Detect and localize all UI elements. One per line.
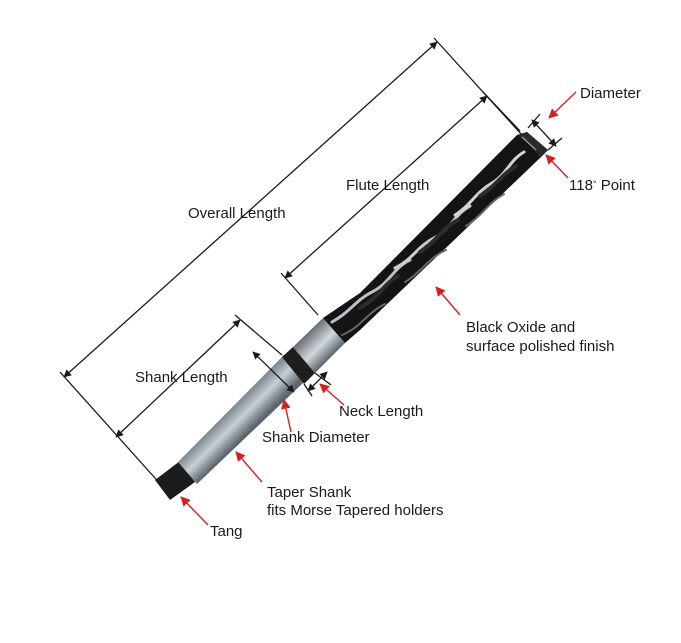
point-word: Point — [600, 177, 635, 194]
neck-length-ext-a — [303, 383, 313, 397]
flute-length-ext-top — [482, 91, 521, 132]
finish-label-line2: surface polished finish — [466, 338, 615, 355]
diameter-ext-b — [547, 137, 563, 151]
point-angle-label: 118° Point — [569, 177, 635, 195]
diameter-line — [531, 119, 557, 147]
neck-length-label: Neck Length — [339, 403, 424, 420]
finish-label-line1: Black Oxide and — [466, 319, 576, 336]
arrow-taper-shank — [235, 451, 263, 483]
flute-length-line — [284, 95, 488, 279]
arrow-tang — [180, 496, 209, 526]
shank-diameter-line — [252, 351, 295, 393]
point-degree-symbol: ° — [592, 179, 597, 189]
diameter-label: Diameter — [580, 85, 641, 102]
tang-label: Tang — [210, 523, 243, 540]
arrow-shank-diameter — [281, 399, 292, 433]
shank-diameter-label: Shank Diameter — [262, 429, 370, 446]
tang-shape — [155, 461, 195, 500]
shank-length-ext-top — [234, 314, 283, 356]
finish-label: Black Oxide and surface polished finish — [466, 318, 614, 356]
point-angle-value: 118 — [569, 177, 593, 194]
arrow-point — [545, 154, 569, 179]
shank-length-line — [115, 319, 241, 438]
overall-length-ext-top — [433, 37, 523, 136]
arrow-neck-length — [319, 383, 345, 406]
callout-arrows — [180, 91, 577, 526]
point-edge — [521, 136, 537, 151]
neck-length-ext-b — [314, 372, 332, 386]
shank-length-label: Shank Length — [135, 369, 228, 386]
taper-shank-label-line1: Taper Shank — [267, 484, 352, 501]
arrow-finish — [435, 286, 461, 316]
dimension-lines — [59, 37, 563, 488]
diameter-ext-a — [527, 113, 541, 129]
taper-shank-label: Taper Shank fits Morse Tapered holders — [267, 484, 443, 520]
taper-shank-label-line2: fits Morse Tapered holders — [267, 502, 444, 519]
neck-length-line — [307, 371, 328, 392]
flute-length-ext-bottom — [280, 272, 319, 316]
arrow-diameter — [548, 91, 577, 119]
flute-length-label: Flute Length — [346, 177, 430, 194]
overall-length-label: Overall Length — [188, 205, 286, 222]
overall-length-ext-bottom — [59, 371, 164, 488]
